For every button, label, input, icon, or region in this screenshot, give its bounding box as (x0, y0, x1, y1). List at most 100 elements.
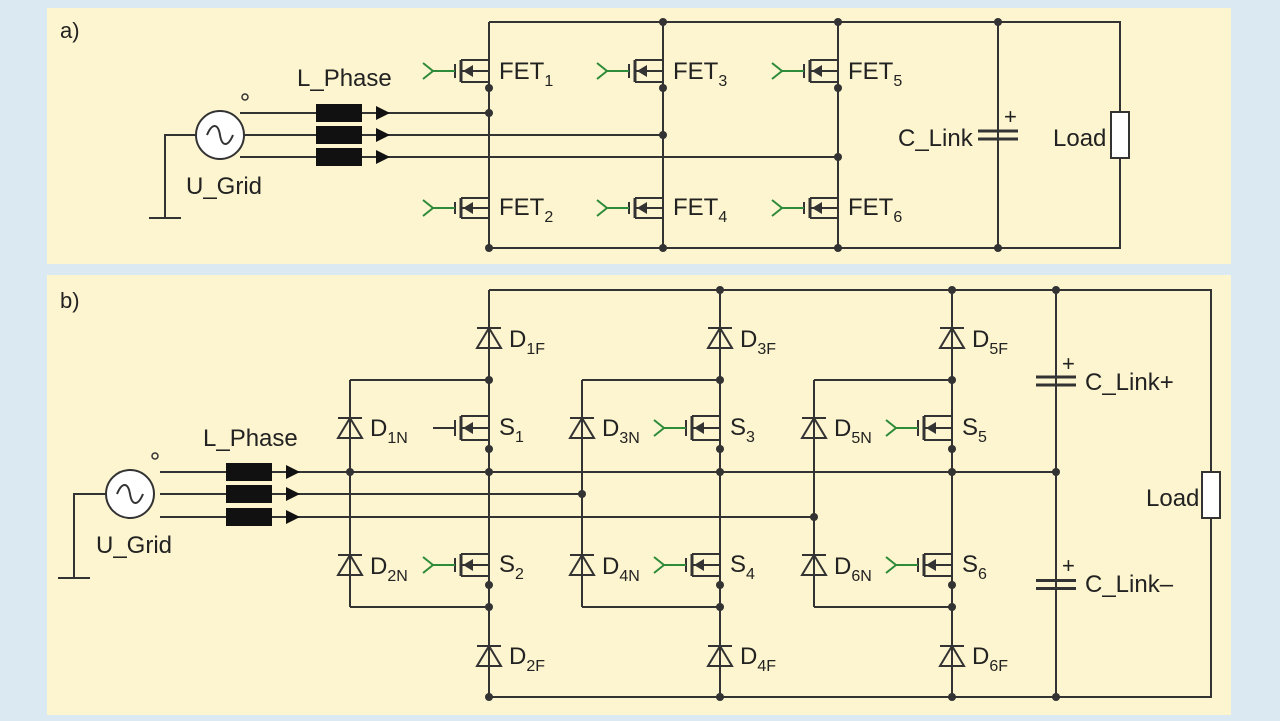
junction-dot (1052, 468, 1060, 476)
panel-b-switch-label-3: S3 (730, 414, 755, 446)
components: FET1FET2FET3FET4FET5FET6D1FD2FS1S2D1ND2N… (58, 18, 1221, 701)
panel-a-mosfet-icon-6 (771, 180, 839, 236)
panel-b-diode-label-1n: D1N (370, 415, 408, 447)
panel-b-inductor-icon-3 (226, 508, 300, 526)
junction-dot (948, 581, 956, 589)
panel-b-diode-label-6f: D6F (972, 643, 1008, 675)
panel-b-diode-icon-n2 (336, 545, 364, 585)
panel-b-cap-bot-label: C_Link– (1085, 571, 1174, 598)
labels: a) b) U_Grid L_Phase C_Link Load + U_Gri… (60, 18, 1199, 598)
junction-dot (948, 286, 956, 294)
junction-dot (659, 131, 667, 139)
panel-b-switch-icon-5 (885, 398, 953, 458)
panel-b-diode-label-6n: D6N (834, 553, 872, 585)
junction-dot (485, 581, 493, 589)
panel-b-load-icon (1201, 290, 1221, 697)
junction-dot (659, 244, 667, 252)
junction-dot (834, 84, 842, 92)
panel-b-diode-label-1f: D1F (509, 326, 545, 358)
panel-b-diode-label-4n: D4N (602, 553, 640, 585)
panel-b-switch-icon-2 (422, 536, 490, 594)
panel-b-source-label: U_Grid (96, 532, 172, 559)
panel-a-load-icon (1110, 22, 1130, 248)
junction-dot (716, 376, 724, 384)
panel-b-inductor-icon-1 (226, 463, 300, 481)
junction-dot (485, 244, 493, 252)
junction-dot (659, 84, 667, 92)
panel-b-switch-icon-1 (433, 398, 490, 458)
panel-b-diode-label-3n: D3N (602, 415, 640, 447)
junction-dot (716, 286, 724, 294)
panel-b-switch-label-5: S5 (962, 414, 987, 446)
panel-a-mosfet-icon-5 (771, 42, 839, 100)
panel-b-diode-label-2n: D2N (370, 553, 408, 585)
junction-dot (834, 244, 842, 252)
panel-a-fet-label-2: FET2 (499, 194, 553, 226)
junction-dot (716, 581, 724, 589)
panel-a-load-label: Load (1053, 125, 1106, 152)
junction-dot (994, 18, 1002, 26)
panel-a-inductor-label: L_Phase (297, 65, 392, 92)
junction-dot (485, 445, 493, 453)
panel-b-diode-label-5f: D5F (972, 326, 1008, 358)
junction-dot (659, 18, 667, 26)
panel-b-diode-label-3f: D3F (740, 326, 776, 358)
panel-a-capacitor-icon (978, 22, 1018, 248)
panel-b-diode-icon-f2 (475, 636, 503, 676)
junction-dot (485, 468, 493, 476)
panel-b-diode-icon-n5 (800, 408, 828, 448)
panel-b-diode-icon-f3 (706, 318, 734, 358)
panel-b-diode-icon-n4 (568, 545, 596, 585)
junction-dot (1052, 286, 1060, 294)
junction-dot (346, 468, 354, 476)
panel-a-ac-source-icon (195, 93, 249, 160)
panel-a-mosfet-icon-1 (422, 42, 490, 100)
panel-a-label: a) (60, 18, 80, 43)
junction-dot (716, 693, 724, 701)
panel-a-fet-label-3: FET3 (673, 58, 727, 90)
panel-b-capacitor-bottom-icon (1036, 472, 1076, 697)
panel-b-diode-icon-f5 (938, 318, 966, 358)
panel-b-switch-label-1: S1 (499, 414, 524, 446)
junction-dot (716, 468, 724, 476)
panel-a-fet-label-5: FET5 (848, 58, 902, 90)
junction-dot (716, 603, 724, 611)
panel-a-source-label: U_Grid (186, 173, 262, 200)
junction-dot (948, 376, 956, 384)
panel-b-switch-label-4: S4 (730, 551, 755, 583)
panel-b-switch-label-6: S6 (962, 551, 987, 583)
junction-dot (994, 244, 1002, 252)
junction-dot (834, 153, 842, 161)
junction-dot (948, 445, 956, 453)
junction-dot (485, 693, 493, 701)
junction-dot (485, 84, 493, 92)
panel-a-mosfet-icon-3 (596, 42, 664, 100)
panel-a-mosfet-icon-4 (596, 180, 664, 236)
panel-b-switch-icon-3 (653, 398, 721, 458)
junction-dot (948, 468, 956, 476)
wire (73, 493, 106, 578)
junction-dot (810, 513, 818, 521)
panel-b-switch-icon-6 (885, 536, 953, 594)
panel-b-diode-icon-f6 (938, 636, 966, 676)
junction-dot (948, 603, 956, 611)
panel-a-cap-label: C_Link (898, 125, 974, 152)
panel-a-fet-label-1: FET1 (499, 58, 553, 90)
panel-a-fet-label-6: FET6 (848, 194, 902, 226)
panel-b-diode-icon-f1 (475, 318, 503, 358)
panel-b-diode-icon-n3 (568, 408, 596, 448)
panel-b-diode-label-4f: D4F (740, 643, 776, 675)
panel-b-diode-icon-f4 (706, 636, 734, 676)
panel-b-diode-label-5n: D5N (834, 415, 872, 447)
junction-dot (578, 490, 586, 498)
panel-b-switch-label-2: S2 (499, 551, 524, 583)
panel-b-diode-icon-n1 (336, 408, 364, 448)
wire (164, 134, 196, 218)
junction-dot (834, 18, 842, 26)
junction-dot (485, 109, 493, 117)
panel-b-diode-icon-n6 (800, 545, 828, 585)
panel-b-label: b) (60, 288, 80, 313)
panel-a-mosfet-icon-2 (422, 180, 490, 236)
junction-dot (485, 376, 493, 384)
